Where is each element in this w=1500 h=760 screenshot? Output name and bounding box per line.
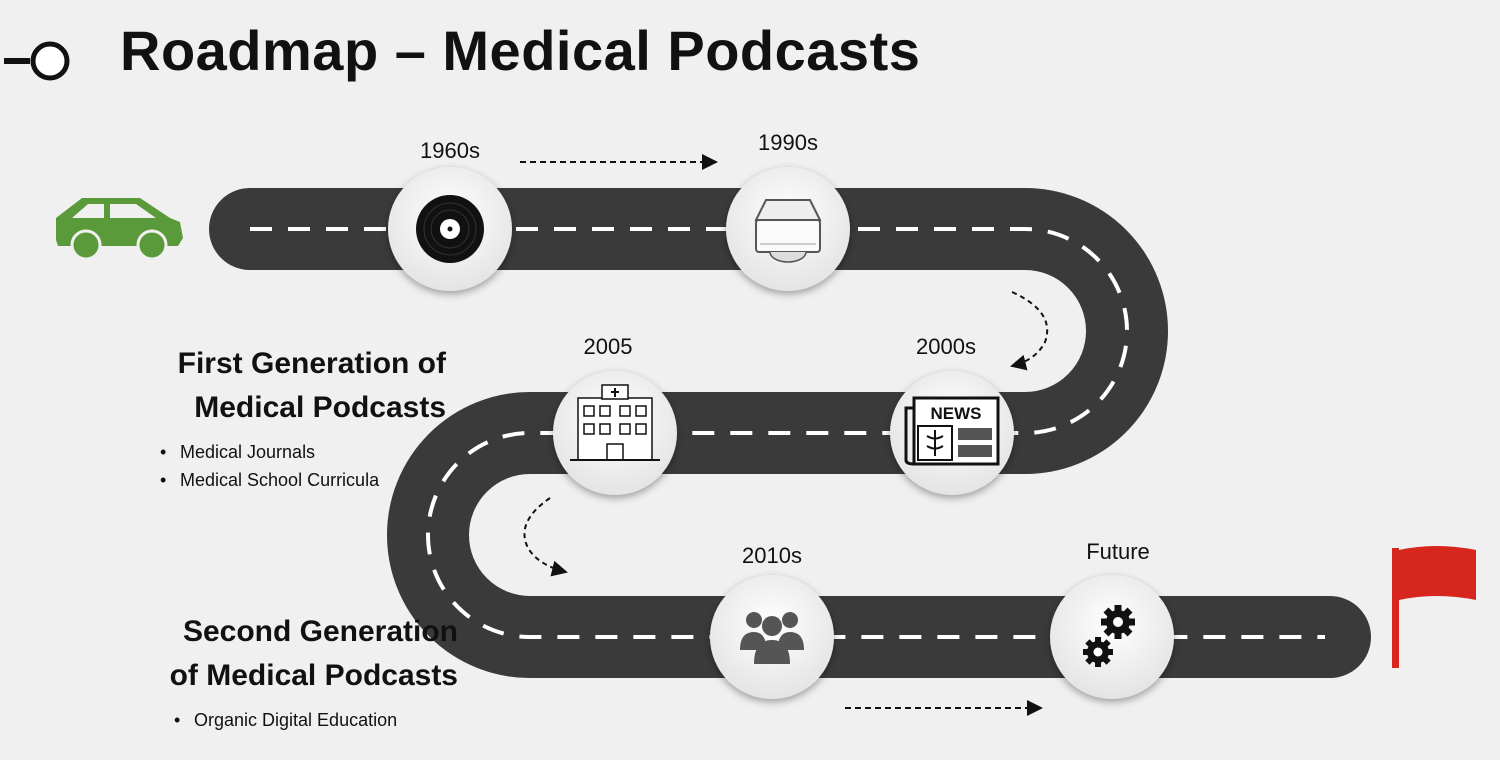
page-title: Roadmap – Medical Podcasts: [120, 19, 921, 82]
milestone-2010s: [710, 575, 834, 699]
milestone-label-2005: 2005: [583, 334, 633, 359]
milestone-1960s: [388, 167, 512, 291]
flow-arrow-left-curve: [523, 497, 568, 577]
flow-arrow-right-curve: [1010, 291, 1049, 371]
second-generation-heading-line1: Second Generation: [182, 615, 458, 648]
milestone-label-future: Future: [1086, 539, 1150, 564]
first-generation-heading: First Generation of Medical Podcasts: [140, 342, 446, 430]
list-item: Organic Digital Education: [172, 706, 397, 734]
car-icon: [56, 198, 183, 261]
second-generation-heading-line2: of Medical Podcasts: [169, 659, 458, 692]
gears-icon: [1083, 605, 1135, 667]
magnifier-icon: [4, 41, 70, 81]
milestone-2005: [553, 371, 677, 495]
milestone-future: [1050, 575, 1174, 699]
vinyl-record-icon: [416, 195, 484, 263]
list-item: Medical Journals: [158, 438, 379, 466]
first-generation-heading-line1: First Generation of: [177, 347, 446, 380]
second-generation-list: Organic Digital Education: [172, 706, 397, 734]
milestone-label-1990s: 1990s: [758, 130, 818, 155]
milestone-1990s: [726, 167, 850, 291]
milestone-label-2000s: 2000s: [916, 334, 976, 359]
milestone-label-2010s: 2010s: [742, 543, 802, 568]
flag-icon: [1392, 546, 1476, 668]
people-group-icon: [740, 612, 804, 664]
newspaper-icon-text: NEWS: [931, 404, 982, 423]
newspaper-icon: [904, 396, 1000, 466]
cd-drive-icon: [754, 199, 822, 263]
milestone-label-1960s: 1960s: [420, 138, 480, 163]
hospital-icon: [570, 384, 660, 461]
second-generation-heading: Second Generation of Medical Podcasts: [140, 610, 458, 698]
list-item: Medical School Curricula: [158, 466, 379, 494]
first-generation-heading-line2: Medical Podcasts: [194, 391, 446, 424]
road-path: [209, 188, 1371, 678]
milestone-2000s: NEWS: [890, 371, 1014, 495]
first-generation-list: Medical Journals Medical School Curricul…: [158, 438, 379, 494]
